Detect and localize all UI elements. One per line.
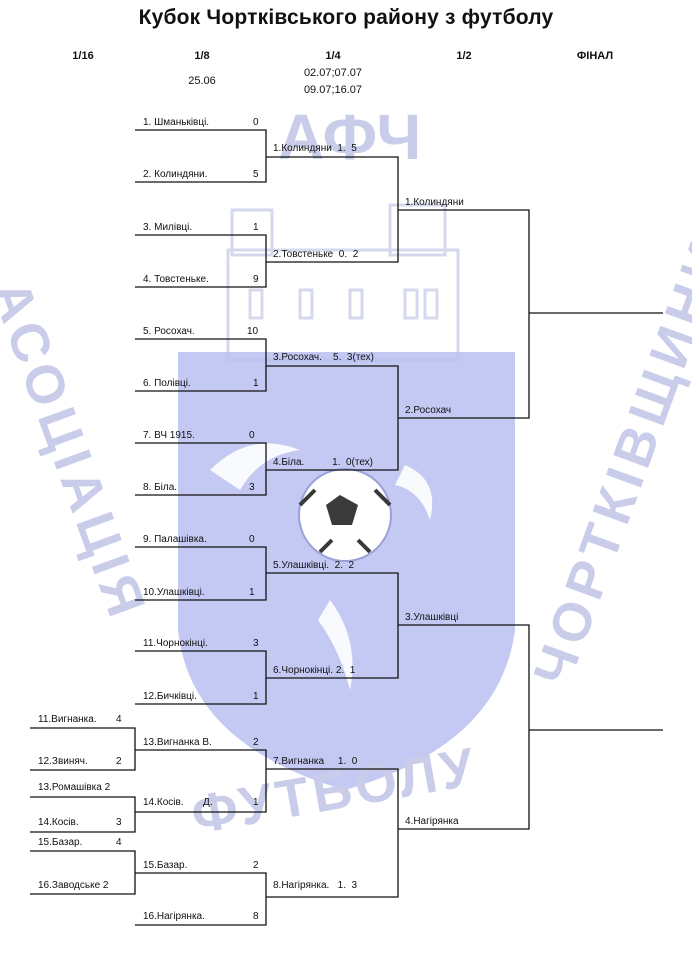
r16-team-15: 15.Базар. [38, 837, 83, 848]
r8-score-9: 0 [249, 534, 255, 545]
r8-score-7: 0 [249, 430, 255, 441]
r16-score-12: 2 [116, 756, 122, 767]
r8-score-15: 2 [253, 860, 259, 871]
r8-team-1: 1. Шманьківці. [143, 117, 210, 128]
r8-team-14: 14.Косів. Д. [143, 797, 213, 808]
r8-score-16: 8 [253, 911, 259, 922]
r16-team-13: 13.Ромашівка 2 [38, 782, 111, 793]
r8-team-11: 11.Чорнокінці. [143, 638, 208, 649]
r8-team-9: 9. Палашівка. [143, 534, 207, 545]
qf-match-6: 6.Чорнокінці. 2. 1 [273, 665, 356, 676]
r8-team-5: 5. Росохач. [143, 326, 195, 337]
qf-match-1: 1.Колиндяни 1. 5 [273, 143, 357, 154]
r8-team-16: 16.Нагірянка. [143, 911, 205, 922]
r8-score-1: 0 [253, 117, 259, 128]
sf-team-3: 3.Улашківці [405, 612, 459, 623]
r8-team-13: 13.Вигнанка В. [143, 737, 212, 748]
r8-team-2: 2. Колиндяни. [143, 169, 208, 180]
sf-team-2: 2.Росохач [405, 405, 452, 416]
r8-score-14: 1 [253, 797, 259, 808]
round-header-1-16: 1/16 [72, 50, 94, 62]
qf-match-4: 4.Біла. 1. 0(тех) [273, 457, 374, 468]
qf-match-5: 5.Улашківці. 2. 2 [273, 560, 355, 571]
date-1-4-line2: 09.07;16.07 [303, 84, 363, 96]
r8-team-8: 8. Біла. [143, 482, 178, 493]
r8-score-13: 2 [253, 737, 259, 748]
r8-team-10: 10.Улашківці. [143, 587, 205, 598]
r8-team-7: 7. ВЧ 1915. [143, 430, 195, 441]
qf-match-7: 7.Вигнанка 1. 0 [273, 756, 358, 767]
r8-team-6: 6. Полівці. [143, 378, 191, 389]
qf-match-2: 2.Товстеньке 0. 2 [273, 249, 359, 260]
round-header-1-2: 1/2 [456, 50, 472, 62]
r8-score-11: 3 [253, 638, 259, 649]
r8-team-12: 12.Бичківці. [143, 691, 197, 702]
date-1-8: 25.06 [188, 75, 216, 87]
round-header-final: ФІНАЛ [576, 50, 614, 62]
r8-score-4: 9 [253, 274, 259, 285]
r8-team-4: 4. Товстеньке. [143, 274, 209, 285]
r16-team-11: 11.Вигнанка. [38, 714, 97, 725]
r8-score-8: 3 [249, 482, 255, 493]
r16-team-14: 14.Косів. [38, 817, 79, 828]
r16-team-16: 16.Заводське 2 [38, 880, 109, 891]
sf-team-1: 1.Колиндяни [405, 197, 464, 208]
qf-match-8: 8.Нагірянка. 1. 3 [273, 880, 358, 891]
r8-team-15: 15.Базар. [143, 860, 188, 871]
r8-team-3: 3. Милівці. [143, 222, 193, 233]
qf-match-3: 3.Росохач. 5. 3(тех) [273, 352, 374, 363]
r8-score-2: 5 [253, 169, 259, 180]
r16-score-14: 3 [116, 817, 122, 828]
r8-score-6: 1 [253, 378, 259, 389]
r16-score-15: 4 [116, 837, 122, 848]
r8-score-12: 1 [253, 691, 259, 702]
r16-team-12: 12.Звиняч. [38, 756, 88, 767]
r8-score-3: 1 [253, 222, 259, 233]
r8-score-5: 10 [247, 326, 259, 337]
round-header-1-4: 1/4 [325, 50, 341, 62]
page-title: Кубок Чортківського району з футболу [138, 6, 554, 29]
round-header-1-8: 1/8 [194, 50, 210, 62]
sf-team-4: 4.Нагірянка [405, 816, 459, 827]
r8-score-10: 1 [249, 587, 255, 598]
date-1-4-line1: 02.07;07.07 [303, 67, 363, 79]
r16-score-11: 4 [116, 714, 122, 725]
